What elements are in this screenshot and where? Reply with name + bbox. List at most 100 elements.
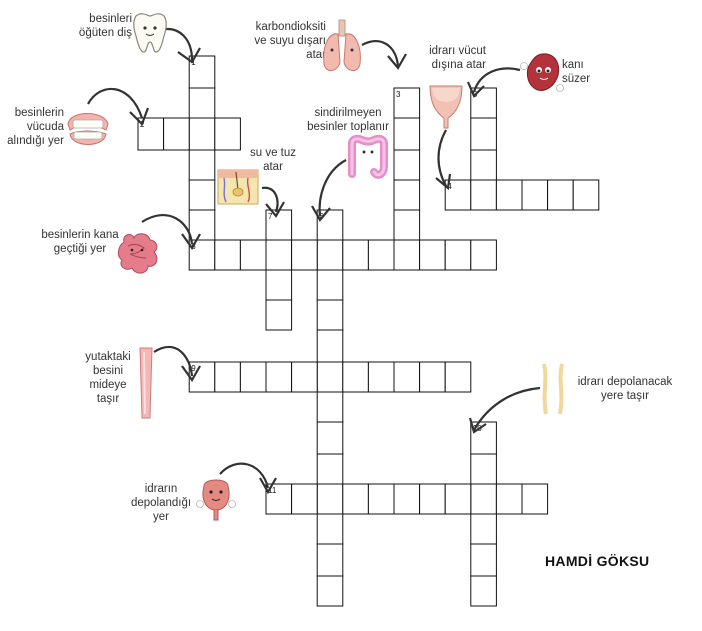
grid-cell[interactable] [265, 361, 293, 393]
arrowhead-6 [311, 205, 331, 222]
clue-number-3: 3 [396, 90, 401, 99]
grid-cell[interactable] [316, 513, 344, 545]
clue-arrows [87, 27, 541, 495]
arrow-2 [87, 87, 144, 119]
grid-cell[interactable] [265, 209, 293, 241]
grid-cell[interactable] [316, 361, 344, 393]
grid-cell[interactable] [444, 483, 472, 515]
grid-cell[interactable] [188, 209, 216, 241]
large-intestine-icon [348, 134, 388, 179]
grid-cell[interactable] [316, 575, 344, 607]
lungs-icon [323, 19, 361, 71]
grid-cell[interactable] [470, 179, 497, 211]
grid-cell[interactable] [470, 87, 497, 119]
author-name: HAMDİ GÖKSU [545, 553, 650, 569]
clue-2-text: besinlerin vücuda alındığı yer [7, 107, 64, 147]
grid-cell[interactable] [214, 239, 241, 271]
grid-cell[interactable] [521, 179, 549, 211]
grid-cell[interactable] [470, 575, 497, 607]
clue-7-text: su ve tuz atar [249, 147, 297, 173]
clue-1-text: besinleri öğüten diş [78, 13, 132, 39]
grid-cell[interactable] [470, 149, 497, 181]
grid-cell[interactable] [393, 209, 421, 241]
arrow-4 [437, 129, 447, 187]
grid-cell[interactable] [393, 179, 421, 211]
teeth-icon [67, 113, 109, 145]
grid-cell[interactable] [495, 483, 523, 515]
grid-cell[interactable] [214, 117, 241, 151]
grid-cell[interactable] [265, 269, 293, 301]
grid-cell[interactable] [291, 239, 318, 271]
grid-cell[interactable] [316, 239, 344, 271]
grid-cell[interactable] [188, 87, 216, 119]
grid-cell[interactable] [291, 361, 318, 393]
grid-cell[interactable] [188, 149, 216, 181]
grid-cell[interactable] [316, 329, 344, 363]
grid-cell[interactable] [214, 361, 241, 393]
grid-cell[interactable] [342, 239, 369, 271]
grid-cell[interactable] [367, 361, 395, 393]
grid-cell[interactable] [393, 117, 421, 151]
arrowhead-5 [466, 81, 485, 98]
grid-cell[interactable] [188, 179, 216, 211]
arrowhead-11 [259, 477, 277, 495]
grid-cell[interactable] [342, 483, 369, 515]
arrow-7 [261, 186, 279, 213]
grid-cell[interactable] [521, 483, 549, 515]
grid-cell[interactable] [444, 239, 472, 271]
grid-cell[interactable] [419, 483, 446, 515]
grid-cell[interactable] [495, 179, 523, 211]
grid-cell[interactable] [342, 361, 369, 393]
grid-cell[interactable] [291, 483, 318, 515]
arrowhead-4 [435, 173, 452, 191]
clue-6-text: sindirilmeyen besinler toplanır [307, 107, 389, 133]
grid-cell[interactable] [470, 453, 497, 485]
grid-cell[interactable] [419, 239, 446, 271]
clue-4-text: idrarı vücut dışına atar [429, 45, 486, 71]
esophagus-icon [139, 347, 153, 419]
grid-cell[interactable] [470, 513, 497, 545]
clue-number-9: 9 [191, 364, 196, 373]
grid-cell[interactable] [393, 149, 421, 181]
clue-9-text: yutaktaki besini mideye taşır [85, 351, 131, 405]
arrow-9 [153, 345, 194, 377]
grid-cell[interactable] [470, 483, 497, 515]
arrowhead-10 [468, 417, 487, 434]
grid-cell[interactable] [265, 239, 293, 271]
grid-cell[interactable] [239, 239, 267, 271]
grid-cell[interactable] [163, 117, 190, 151]
arrowhead-9 [181, 365, 201, 383]
grid-cell[interactable] [367, 239, 395, 271]
grid-cell[interactable] [393, 361, 421, 393]
arrow-5 [472, 67, 521, 93]
grid-cell[interactable] [470, 239, 497, 271]
grid-cell[interactable] [547, 179, 574, 211]
clue-3-text: karbondioksiti ve suyu dışarı atar [254, 21, 326, 61]
grid-cell[interactable] [316, 391, 344, 423]
grid-cell[interactable] [316, 421, 344, 455]
arrowhead-8 [181, 233, 201, 251]
grid-cell[interactable] [367, 483, 395, 515]
clue-11-text: idrarın depolandığı yer [130, 483, 192, 523]
grid-cell[interactable] [444, 361, 472, 393]
grid-cell[interactable] [316, 453, 344, 485]
grid-cell[interactable] [239, 361, 267, 393]
grid-cell[interactable] [572, 179, 600, 211]
skin-icon [217, 169, 259, 205]
grid-cell[interactable] [316, 269, 344, 301]
grid-cell[interactable] [316, 299, 344, 331]
clue-number-4: 4 [447, 182, 452, 191]
grid-cell[interactable] [188, 117, 216, 151]
grid-cell[interactable] [419, 361, 446, 393]
grid-cell[interactable] [393, 239, 421, 271]
grid-cell[interactable] [470, 543, 497, 577]
grid-cell[interactable] [470, 117, 497, 151]
grid-cell[interactable] [265, 299, 293, 331]
clue-number-7: 7 [268, 212, 273, 221]
grid-cell[interactable] [393, 483, 421, 515]
grid-cell[interactable] [316, 543, 344, 577]
grid-cell[interactable] [316, 483, 344, 515]
ureter-icon [542, 363, 564, 415]
